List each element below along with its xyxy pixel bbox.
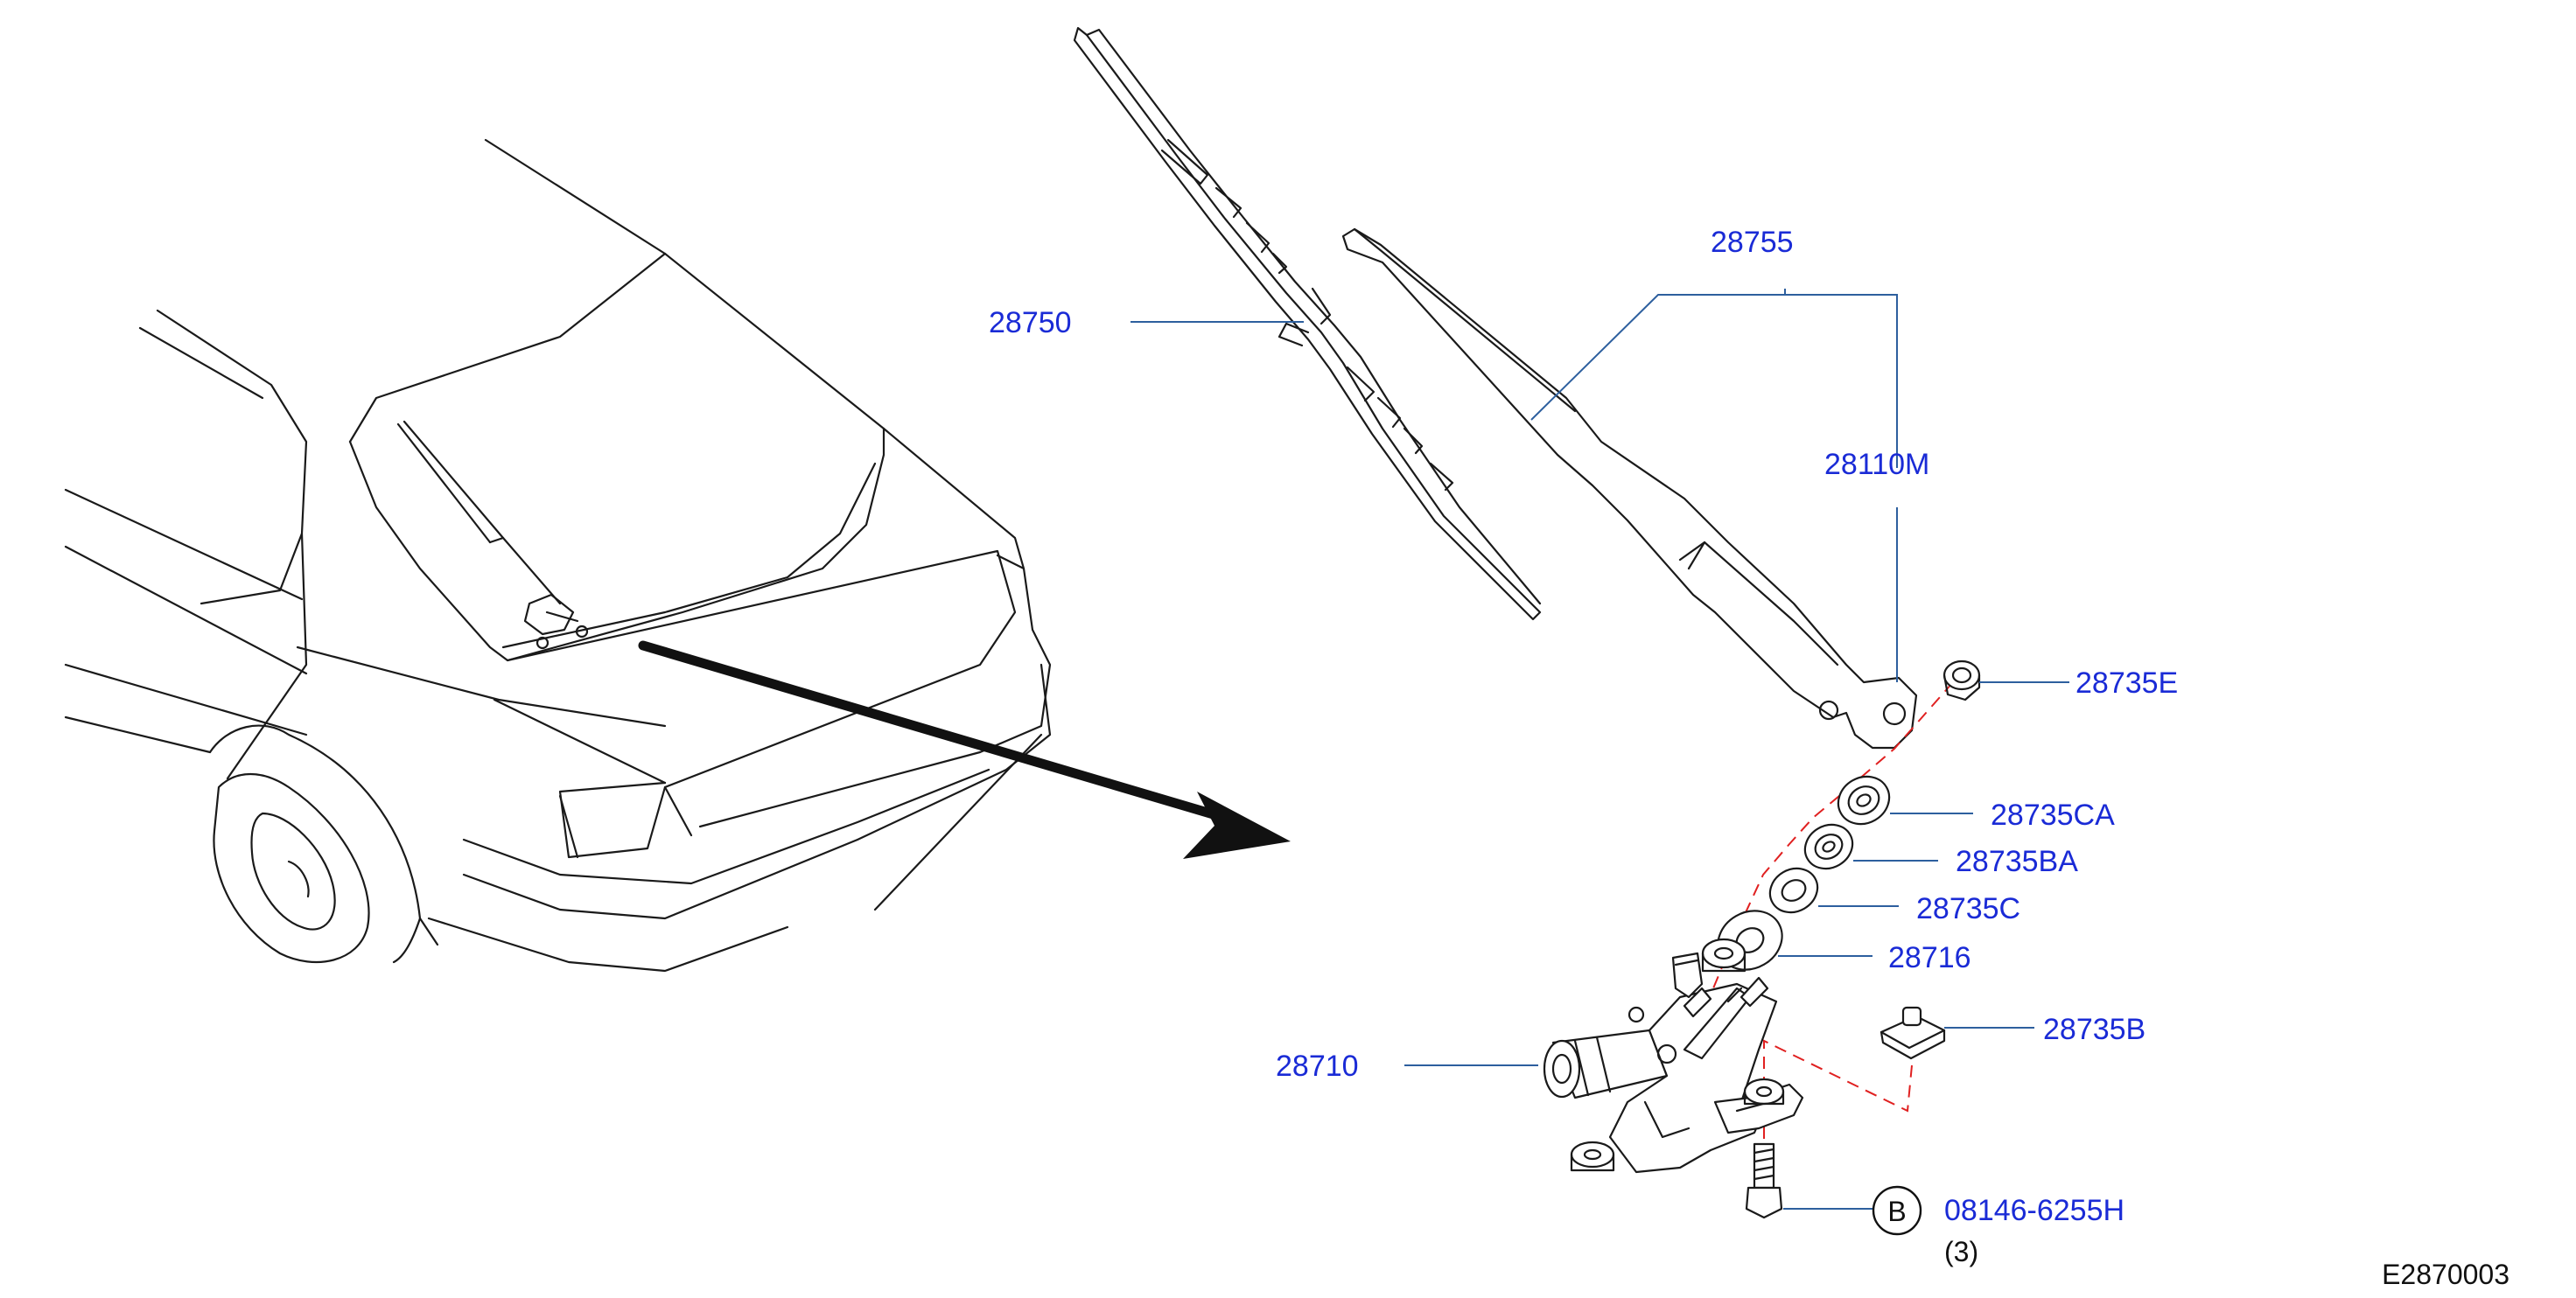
direction-arrow-icon [638,640,1291,859]
bushing-ca-part [1837,775,1891,826]
bolt-part [1745,1142,1783,1219]
bushing-ba-part [1803,823,1854,870]
callout-washer-c: 28735C [1916,892,2020,925]
callout-bushing-ba: 28735BA [1956,845,2078,878]
callout-arm: 28110M [1824,448,1929,481]
car-rear-illustration [64,138,1052,973]
callout-bushing-ca: 28735CA [1991,799,2115,832]
callout-clip-b: 28735B [2043,1013,2146,1046]
bolt-quantity: (3) [1944,1236,1978,1267]
clip-b-part [1880,1006,1946,1060]
washer-c-part [1768,867,1819,914]
figure-id: E2870003 [2382,1259,2510,1290]
bolt-badge-letter: B [1887,1196,1906,1227]
callout-bolt: 08146-6255H [1944,1194,2124,1227]
callout-seal: 28716 [1888,941,1971,974]
assembly-axis-line [1692,681,1954,1020]
callout-labels: 28750 28755 28110M 28735E 28735CA 28735B… [989,226,2178,1267]
callout-cap-nut: 28735E [2076,666,2178,700]
wiper-blade-part [1073,26,1542,621]
callout-arm-assy: 28755 [1711,226,1794,259]
leader-lines [1130,289,2069,1210]
cap-nut-part [1942,659,1981,701]
callout-blade: 28750 [989,306,1072,339]
wiper-arm-part [1341,227,1918,750]
callout-motor: 28710 [1276,1050,1359,1083]
circle-letter-icon: B [1872,1185,1922,1236]
wiper-motor-part [1543,938,1804,1174]
clip-axis-line [1763,1039,1913,1113]
